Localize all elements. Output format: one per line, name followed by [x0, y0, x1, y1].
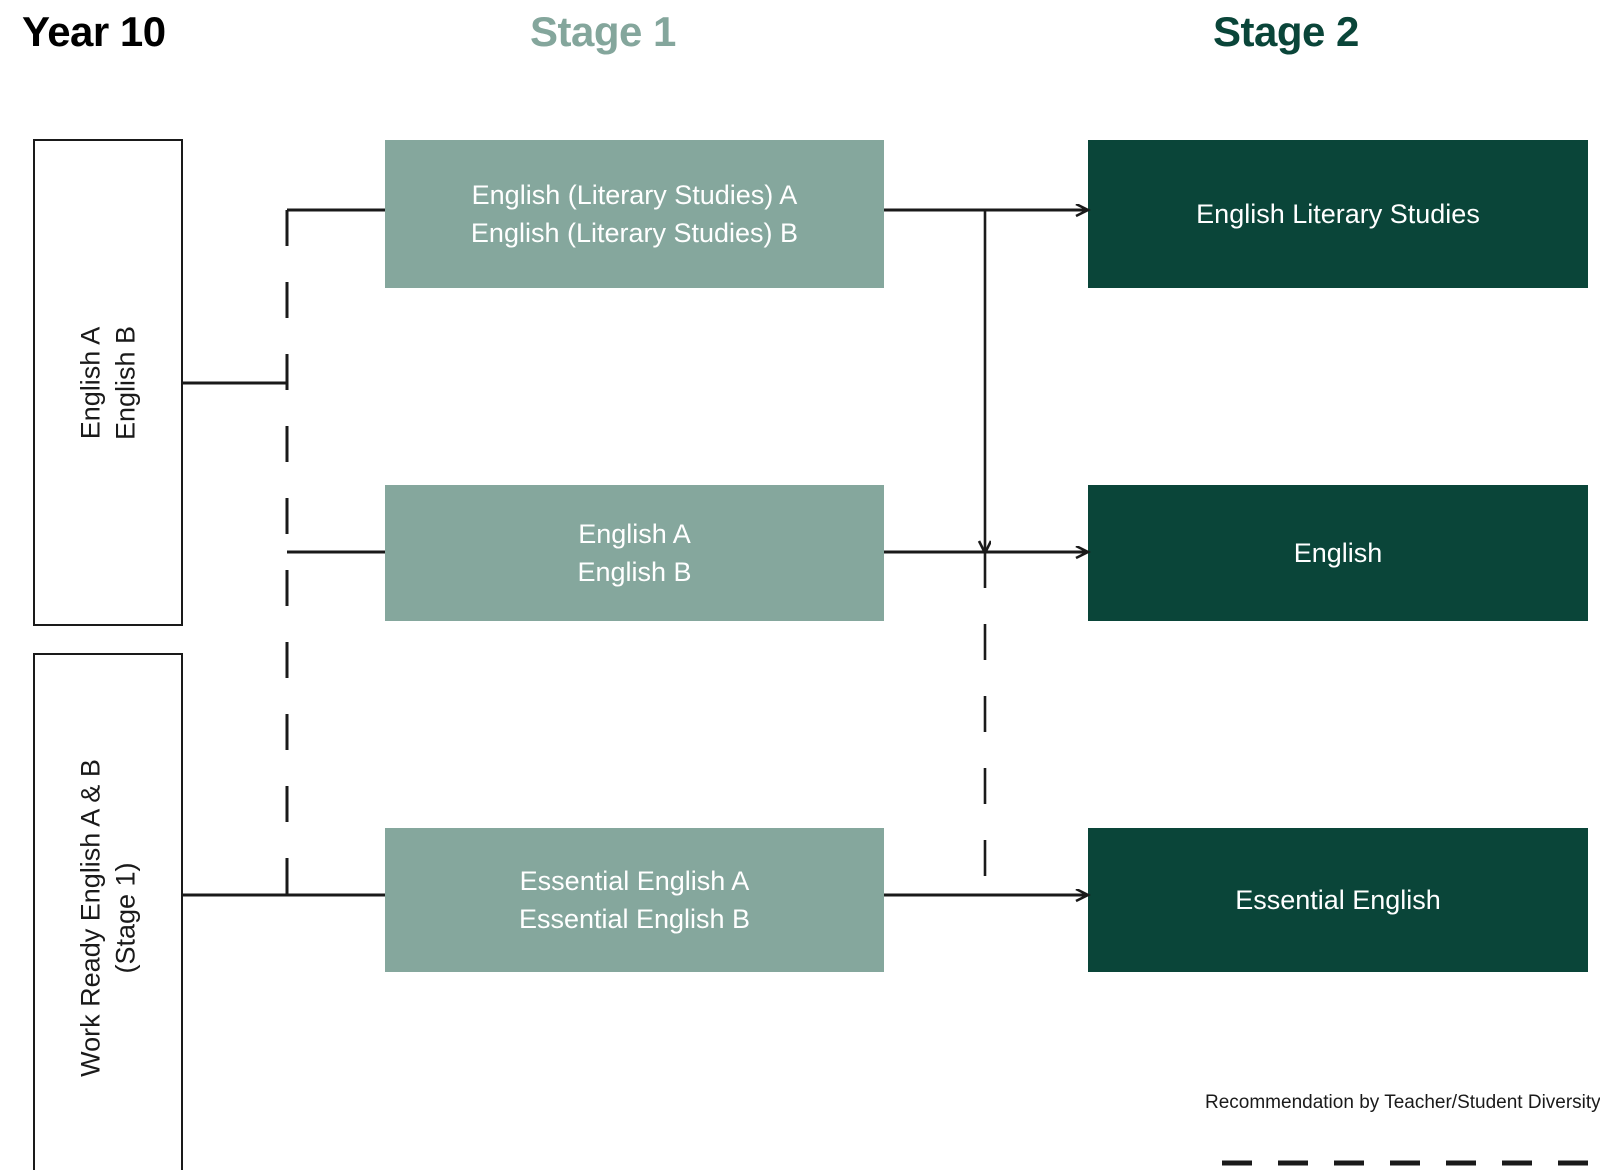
stage2-essential-english-label: Essential English — [1235, 884, 1441, 915]
year10-english-line1: English A — [75, 326, 106, 439]
stage2-english-label: English — [1293, 537, 1383, 568]
year10-workready-line1: Work Ready English A & B — [75, 759, 106, 1077]
stage1-eng-line1: English A — [578, 518, 691, 549]
stage1-ess-line2: Essential English B — [518, 904, 751, 934]
legend-note: Recommendation by Teacher/Student Divers… — [1205, 1092, 1600, 1113]
stage1-ess-line1: Essential English A — [519, 865, 750, 896]
stage1-box-literary-studies: English (Literary Studies) A English (Li… — [385, 140, 884, 288]
year10-box-work-ready-label: Work Ready English A & B (Stage 1) — [73, 759, 142, 1077]
column-heading-stage1: Stage 1 — [530, 8, 676, 55]
column-heading-stage2: Stage 2 — [1213, 8, 1359, 55]
stage1-lit-line2: English (Literary Studies) B — [470, 218, 799, 248]
stage2-box-essential-english: Essential English — [1088, 828, 1588, 972]
year10-box-work-ready-english: Work Ready English A & B (Stage 1) — [33, 653, 183, 1170]
stage2-box-english-literary-studies: English Literary Studies — [1088, 140, 1588, 288]
year10-box-english: English A English B — [33, 139, 183, 626]
stage1-essential-english-text: Essential English A Essential English B — [519, 862, 750, 939]
year10-workready-line2: (Stage 1) — [110, 862, 140, 974]
year10-english-line2: English B — [110, 325, 140, 440]
stage1-box-essential-english: Essential English A Essential English B — [385, 828, 884, 972]
stage1-lit-line1: English (Literary Studies) A — [471, 179, 798, 210]
column-heading-year10: Year 10 — [22, 8, 166, 55]
stage1-eng-line2: English B — [577, 557, 692, 587]
stage1-box-english: English A English B — [385, 485, 884, 621]
stage1-literary-studies-text: English (Literary Studies) A English (Li… — [471, 176, 798, 253]
stage1-english-text: English A English B — [577, 515, 691, 592]
stage2-literary-studies-label: English Literary Studies — [1196, 198, 1480, 229]
stage2-box-english: English — [1088, 485, 1588, 621]
year10-box-english-label: English A English B — [73, 325, 142, 439]
